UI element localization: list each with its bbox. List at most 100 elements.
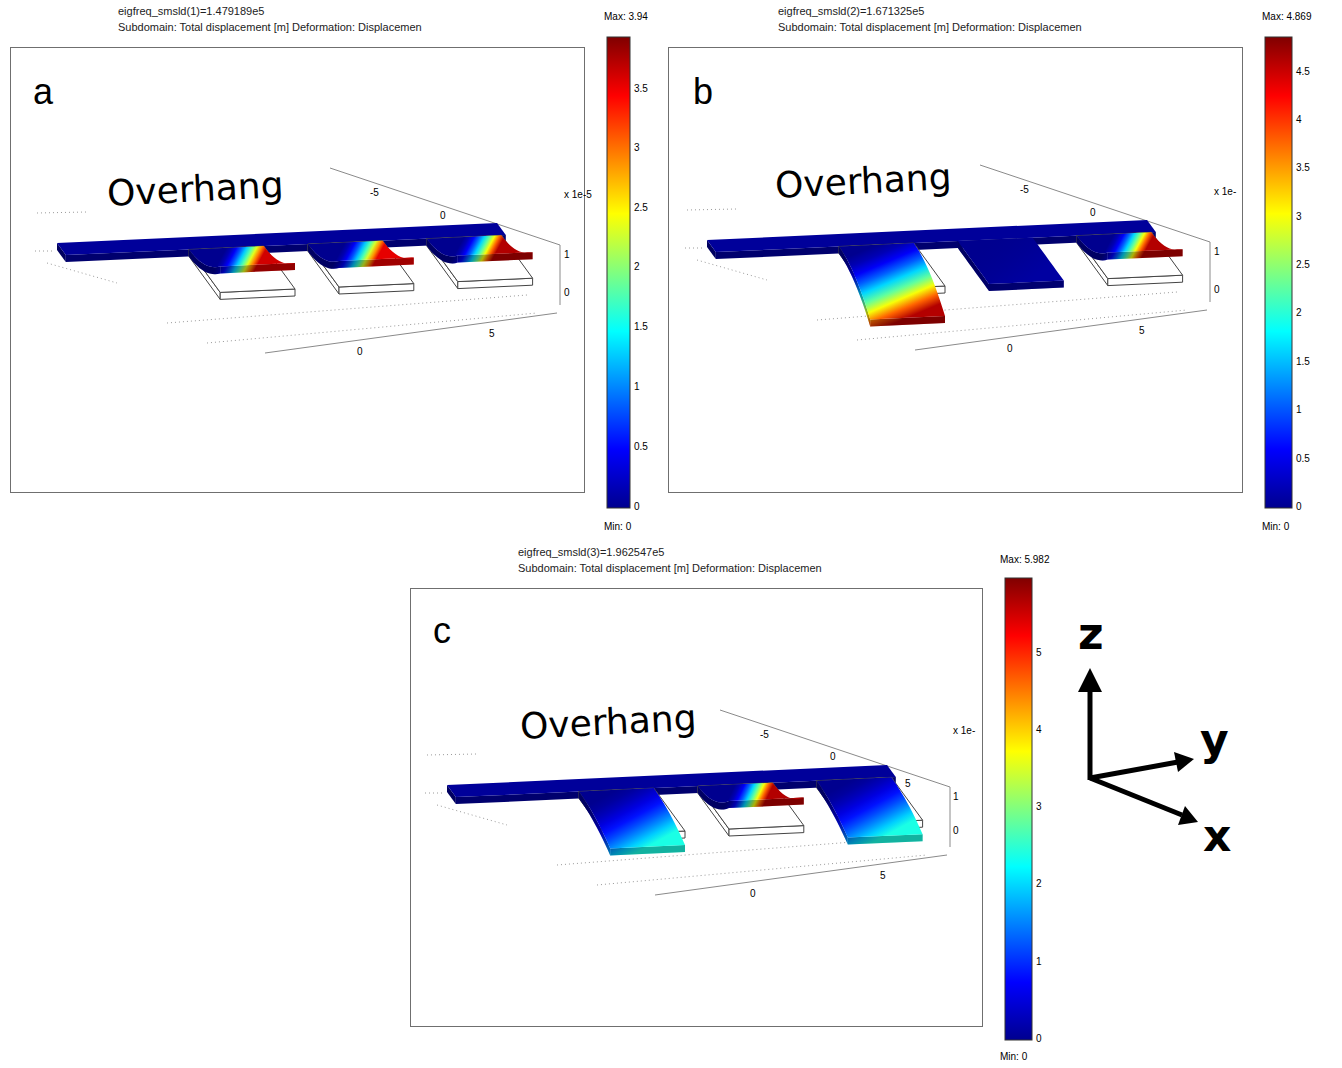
axis-tick: 0 [564,288,570,298]
mode-header: Subdomain: Total displacement [m] Deform… [118,22,422,33]
colorbar-tick: 2.5 [634,203,648,213]
colorbar [1265,37,1292,508]
colorbar [607,37,630,508]
deformed-finger [839,243,945,326]
colorbar [1005,578,1032,1040]
colorbar-tick: 3.5 [1296,163,1310,173]
colorbar-tick: 0.5 [634,442,648,452]
undeformed-finger [189,246,295,299]
axis-tick: 5 [1139,326,1145,336]
arrow-head [1178,806,1198,825]
finger-top [579,788,685,848]
deformed-finger [817,777,923,844]
deformed-finger [427,235,533,263]
finger-top [817,777,923,837]
axis-line [560,245,561,305]
axis-tick: 1 [953,792,959,802]
colorbar-tick: 4 [1296,115,1302,125]
finger-outline [1077,232,1183,278]
axis-letter: z [1078,612,1104,656]
panel-frame: aOverhang [10,47,585,493]
colorbar-tick: 1 [634,382,640,392]
axis-line [655,855,947,895]
colorbar-limit: Min: 0 [604,522,631,532]
colorbar-limit: Max: 3.94 [604,12,648,22]
colorbar-tick: 0.5 [1296,454,1310,464]
axis-tick: 5 [880,871,886,881]
axis-tick: 1 [564,250,570,260]
axis-line [915,310,1207,350]
panel-letter: c [433,613,451,649]
deformed-finger [308,241,414,269]
axis-tick: 0 [1007,344,1013,354]
undeformed-finger [308,241,414,294]
axis-tick: 0 [830,752,836,762]
mode-header: eigfreq_smsld(1)=1.479189e5 [118,6,264,17]
arrow-head [1174,752,1194,772]
colorbar-tick: 3 [1296,212,1302,222]
axis-tick: -5 [370,188,379,198]
axis-tick: 1 [1214,247,1220,257]
finger-outline [308,241,414,287]
x-axis-arrow [1090,778,1182,815]
grid-line [437,805,507,825]
colorbar-tick: 2 [1036,879,1042,889]
finger-top [308,241,414,262]
finger-top [698,783,804,803]
axis-tick: 0 [357,347,363,357]
axis-tick: x 1e- [953,726,975,736]
colorbar-tick: 3 [1036,802,1042,812]
colorbar-tick: 3 [634,143,640,153]
axis-tick: 0 [953,826,959,836]
y-axis-arrow [1090,762,1178,778]
finger-outline [189,246,295,292]
deformed-finger [1077,232,1183,260]
axis-triad [1078,668,1198,825]
colorbar-tick: 2 [634,262,640,272]
mode-header: eigfreq_smsld(2)=1.671325e5 [778,6,924,17]
colorbar-tick: 0 [1036,1034,1042,1044]
axis-letter: y [1200,718,1229,762]
axis-tick: 0 [1214,285,1220,295]
colorbar-tick: 2.5 [1296,260,1310,270]
axis-tick: -5 [760,730,769,740]
finger-top [839,243,945,319]
colorbar-limit: Min: 0 [1262,522,1289,532]
colorbar-limit: Max: 5.982 [1000,555,1049,565]
colorbar-tick: 1.5 [634,322,648,332]
comb-model [425,710,950,895]
axis-tick: x 1e-5 [564,190,592,200]
colorbar-tick: 3.5 [634,84,648,94]
deformed-finger [958,238,1064,291]
axis-letter: x [1203,814,1231,858]
part-label: Overhang [519,700,697,745]
finger-outline [427,235,533,281]
finger-outline [698,783,804,829]
axis-tick: 0 [440,211,446,221]
grid-line [425,793,443,794]
panel-frame: cOverhang [410,588,983,1027]
undeformed-finger [698,783,804,836]
panel-frame: bOverhang [668,47,1243,493]
undeformed-finger [427,235,533,288]
colorbar-tick: 2 [1296,308,1302,318]
finger-top [189,246,295,267]
part-label: Overhang [106,167,284,212]
colorbar-tick: 0 [1296,502,1302,512]
undeformed-finger [1077,232,1183,285]
colorbar-tick: 4 [1036,725,1042,735]
panel-letter: a [33,74,53,110]
mode-header: Subdomain: Total displacement [m] Deform… [518,563,822,574]
axis-tick: 5 [489,329,495,339]
axis-line [1210,242,1211,302]
finger-top [1077,232,1183,253]
finger-top [958,238,1064,284]
z-axis-arrow [1088,688,1093,780]
mode-header: eigfreq_smsld(3)=1.962547e5 [518,547,664,558]
axis-tick: 5 [905,779,911,789]
colorbar-tick: 1 [1036,957,1042,967]
axis-tick: 0 [750,889,756,899]
colorbar-tick: 5 [1036,648,1042,658]
grid-line [37,212,87,213]
